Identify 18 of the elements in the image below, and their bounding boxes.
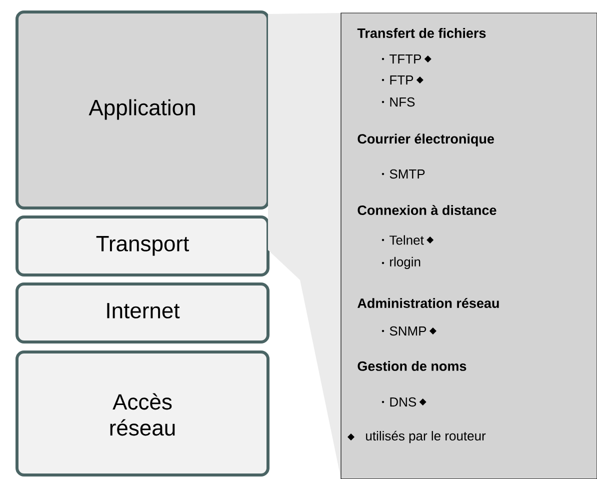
layer-box: Internet xyxy=(16,282,270,344)
list-item: SNMP xyxy=(390,326,426,336)
category-heading: Connexion à distance xyxy=(358,204,496,215)
list-item: FTP xyxy=(390,76,414,84)
list-item: SMTP xyxy=(390,169,425,179)
category-heading: Courrier électronique xyxy=(358,134,494,146)
list-item: TFTP xyxy=(390,54,422,64)
layer-box: Transport xyxy=(16,215,270,276)
list-item: Telnet xyxy=(390,235,424,245)
category-heading: Administration réseau xyxy=(358,298,499,308)
list-item: NFS xyxy=(390,97,415,107)
legend-text: utilisés par le routeur xyxy=(366,430,486,444)
category-heading: Transfert de fichiers xyxy=(357,28,486,38)
layer-box: Application xyxy=(16,10,270,210)
list-item: rlogin xyxy=(390,256,420,270)
layer-box: Accès réseau xyxy=(16,350,270,476)
category-heading: Gestion de noms xyxy=(358,361,466,371)
list-item: DNS xyxy=(390,397,416,407)
